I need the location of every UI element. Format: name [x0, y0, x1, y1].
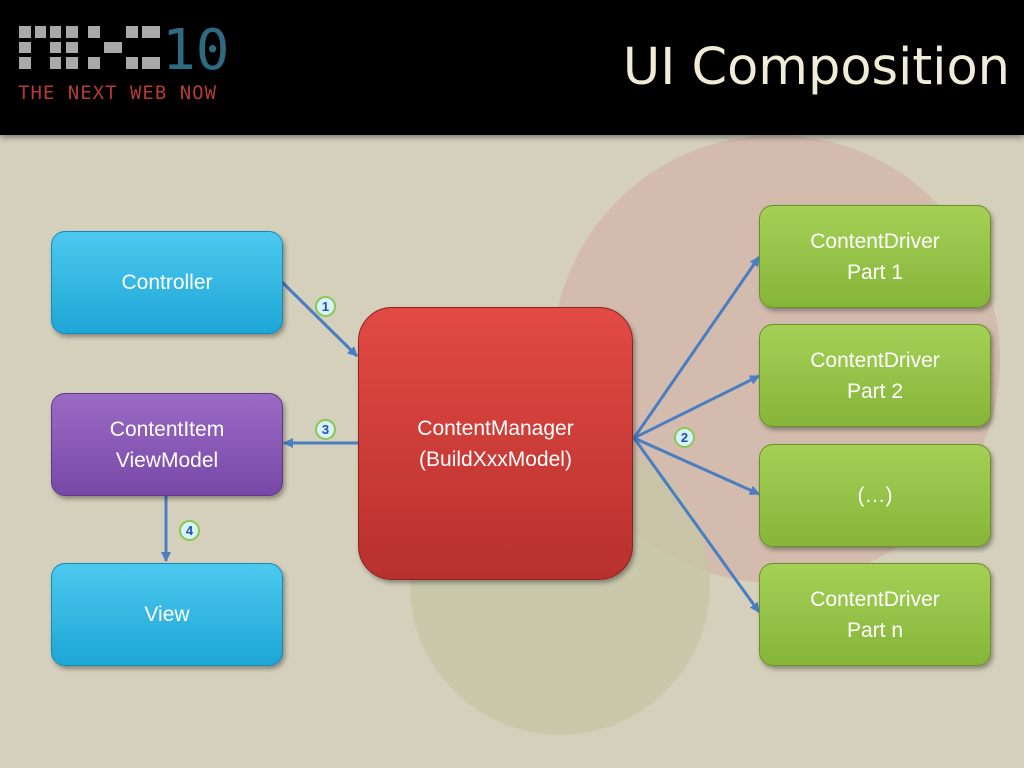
content-driver-part-1-label: ContentDriver Part 1 [810, 229, 940, 284]
arrow-manager-to-driver-2 [633, 374, 760, 440]
content-driver-part-n-box: ContentDriver Part n [759, 563, 991, 666]
controller-box: Controller [51, 231, 283, 334]
arrow-manager-to-driver-ellipsis [633, 436, 760, 496]
slide-title: UI Composition [622, 38, 1010, 97]
content-driver-part-2-label: ContentDriver Part 2 [810, 348, 940, 403]
logo-number: 10 [162, 18, 229, 80]
content-driver-ellipsis-label: (…) [857, 484, 893, 507]
content-driver-part-2-box: ContentDriver Part 2 [759, 324, 991, 427]
content-manager-box: ContentManager (BuildXxxModel) [358, 307, 633, 580]
arrow-manager-to-driver-n [632, 437, 761, 613]
step-badge-3: 3 [315, 419, 336, 440]
mix10-logo: mix10 [16, 18, 236, 104]
step-badge-1: 1 [315, 296, 336, 317]
view-box: View [51, 563, 283, 666]
view-label: View [144, 603, 190, 626]
controller-label: Controller [121, 271, 213, 294]
step-badge-2: 2 [674, 427, 695, 448]
content-manager-label: ContentManager (BuildXxxModel) [417, 416, 574, 471]
mix10-logo-mark: mix10 [19, 18, 229, 80]
content-item-viewmodel-label: ContentItem ViewModel [109, 417, 225, 472]
content-driver-ellipsis-box: (…) [759, 444, 991, 547]
content-driver-part-n-label: ContentDriver Part n [810, 587, 940, 642]
slide-header: mix10 [0, 0, 1024, 135]
content-driver-part-1-box: ContentDriver Part 1 [759, 205, 991, 308]
logo-tagline: THE NEXT WEB NOW [18, 82, 218, 104]
arrow-manager-to-driver-1 [632, 256, 761, 439]
content-item-viewmodel-box: ContentItem ViewModel [51, 393, 283, 496]
arrow-controller-to-manager [280, 280, 359, 358]
step-badge-4: 4 [179, 520, 200, 541]
